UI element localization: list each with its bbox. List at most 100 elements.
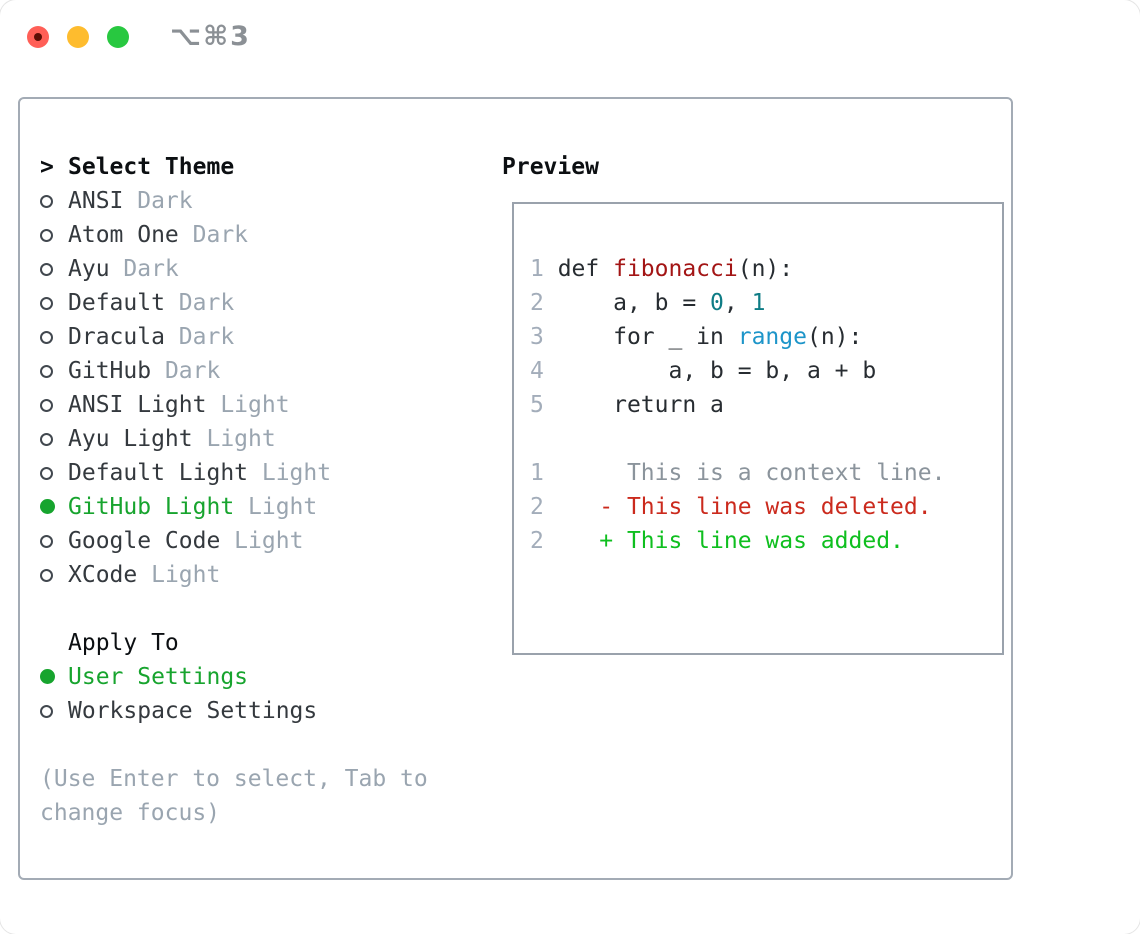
- preview-header: Preview: [502, 154, 599, 180]
- code-line: 2 a, b = 0, 1: [530, 286, 1002, 320]
- theme-option-ayu-light[interactable]: Ayu Light Light: [40, 422, 480, 456]
- code-token: range: [737, 324, 807, 350]
- radio-icon: [40, 705, 53, 718]
- theme-option-github-light[interactable]: GitHub Light Light: [40, 490, 480, 524]
- radio-selected-icon: [40, 669, 55, 684]
- option-variant-label: Light: [248, 460, 332, 486]
- radio-icon: [40, 229, 53, 242]
- option-label: Google Code: [68, 528, 221, 554]
- spacer: [40, 592, 480, 626]
- option-variant-label: Dark: [178, 222, 249, 248]
- code-token: - This line was deleted.: [557, 494, 932, 520]
- option-variant-label: Light: [206, 392, 290, 418]
- option-label: ANSI: [68, 188, 124, 214]
- close-button[interactable]: [27, 26, 49, 48]
- code-line: 2 + This line was added.: [530, 524, 1002, 558]
- code-token: a, b =: [557, 290, 711, 316]
- code-token: fibonacci: [613, 256, 738, 282]
- code-line: 3 for _ in range(n):: [530, 320, 1002, 354]
- theme-option-dracula[interactable]: Dracula Dark: [40, 320, 480, 354]
- line-number: 1: [530, 460, 558, 486]
- option-label: Dracula: [68, 324, 165, 350]
- option-label: Ayu: [68, 256, 110, 282]
- radio-selected-icon: [40, 499, 55, 514]
- option-variant-label: Light: [137, 562, 221, 588]
- theme-option-default-light[interactable]: Default Light Light: [40, 456, 480, 490]
- theme-option-xcode[interactable]: XCode Light: [40, 558, 480, 592]
- window-title: ⌥⌘3: [170, 21, 251, 52]
- option-label: User Settings: [68, 664, 249, 690]
- option-label: Default: [68, 290, 165, 316]
- radio-icon: [40, 399, 53, 412]
- prompt-icon: >: [40, 154, 54, 180]
- select-theme-header-label: Select Theme: [68, 154, 235, 180]
- radio-icon: [40, 569, 53, 582]
- code-line: 2 - This line was deleted.: [530, 490, 1002, 524]
- code-token: This is a context line.: [557, 460, 946, 486]
- option-variant-label: Light: [192, 426, 276, 452]
- apply-to-header: Apply To: [40, 626, 480, 660]
- option-label: Workspace Settings: [68, 698, 318, 724]
- apply-option-user-settings[interactable]: User Settings: [40, 660, 480, 694]
- radio-icon: [40, 195, 53, 208]
- option-label: ANSI Light: [68, 392, 207, 418]
- spacer: [40, 728, 480, 762]
- theme-option-default[interactable]: Default Dark: [40, 286, 480, 320]
- radio-icon: [40, 331, 53, 344]
- option-variant-label: Light: [220, 528, 304, 554]
- radio-icon: [40, 263, 53, 276]
- line-number: 3: [530, 324, 558, 350]
- code-token: 1: [751, 290, 766, 316]
- radio-icon: [40, 535, 53, 548]
- code-line: 1 def fibonacci(n):: [530, 252, 1002, 286]
- code-token: (n):: [806, 324, 863, 350]
- code-token: a, b = b, a + b: [557, 358, 877, 384]
- theme-option-github[interactable]: GitHub Dark: [40, 354, 480, 388]
- code-token: + This line was added.: [557, 528, 904, 554]
- code-token: (n):: [737, 256, 794, 282]
- line-number: 2: [530, 528, 558, 554]
- theme-option-ansi[interactable]: ANSI Dark: [40, 184, 480, 218]
- radio-icon: [40, 433, 53, 446]
- line-number: 5: [530, 392, 558, 418]
- code-line: 4 a, b = b, a + b: [530, 354, 1002, 388]
- code-line: [530, 422, 1002, 456]
- option-label: Atom One: [68, 222, 179, 248]
- code-line: 1 This is a context line.: [530, 456, 1002, 490]
- option-variant-label: Dark: [164, 324, 235, 350]
- code-token: return a: [557, 392, 724, 418]
- option-label: GitHub Light: [68, 494, 235, 520]
- theme-option-atom-one[interactable]: Atom One Dark: [40, 218, 480, 252]
- code-line: 5 return a: [530, 388, 1002, 422]
- line-number: 2: [530, 290, 558, 316]
- theme-option-ayu[interactable]: Ayu Dark: [40, 252, 480, 286]
- line-number: 2: [530, 494, 558, 520]
- code-token: 0: [710, 290, 724, 316]
- radio-icon: [40, 365, 53, 378]
- theme-option-google-code[interactable]: Google Code Light: [40, 524, 480, 558]
- theme-option-ansi-light[interactable]: ANSI Light Light: [40, 388, 480, 422]
- line-number: 1: [530, 256, 558, 282]
- code-token: for _ in: [557, 324, 738, 350]
- code-token: ,: [723, 290, 752, 316]
- radio-icon: [40, 467, 53, 480]
- apply-to-header-label: Apply To: [68, 630, 179, 656]
- option-label: Default Light: [68, 460, 249, 486]
- line-number: 4: [530, 358, 558, 384]
- option-variant-label: Dark: [109, 256, 179, 282]
- option-label: XCode: [68, 562, 138, 588]
- option-variant-label: Light: [234, 494, 318, 520]
- select-theme-header: > Select Theme: [40, 150, 480, 184]
- radio-icon: [40, 297, 53, 310]
- zoom-button[interactable]: [107, 26, 129, 48]
- option-label: Ayu Light: [68, 426, 193, 452]
- minimize-button[interactable]: [67, 26, 89, 48]
- apply-option-workspace-settings[interactable]: Workspace Settings: [40, 694, 480, 728]
- option-variant-label: Dark: [123, 188, 193, 214]
